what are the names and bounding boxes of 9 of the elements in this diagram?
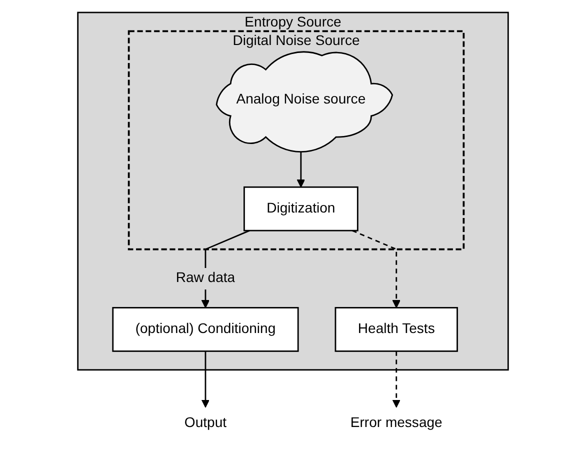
arrow <box>201 351 210 408</box>
node-box: Digitization <box>244 186 358 232</box>
node-box: Health Tests <box>334 307 458 352</box>
edge-label: Raw data <box>176 270 236 286</box>
arrow <box>392 351 400 408</box>
arrow <box>352 230 400 308</box>
node-box: (optional) Conditioning <box>112 307 299 352</box>
node-text: Error message <box>350 414 442 431</box>
node-text: Output <box>184 414 227 431</box>
